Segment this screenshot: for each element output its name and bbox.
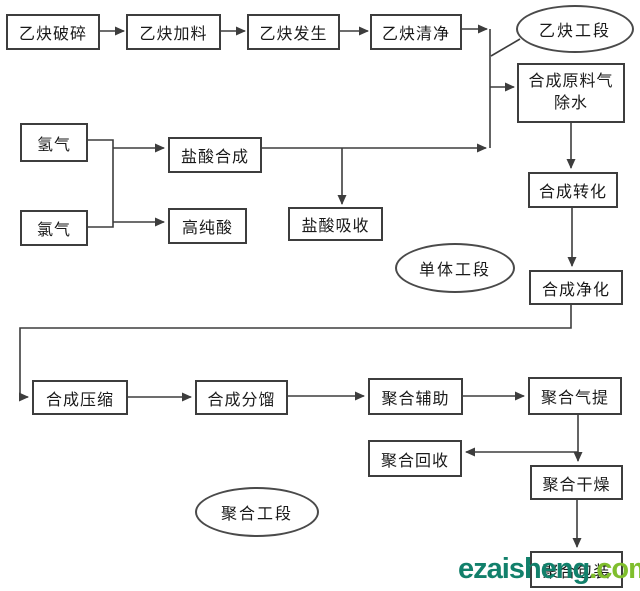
node-hydrogen: 氢气: [20, 123, 88, 162]
watermark-name: ezaisheng: [458, 553, 590, 585]
ezaisheng-watermark: ezaisheng.com: [458, 553, 640, 586]
node-polymer-drying: 聚合干燥: [530, 465, 623, 500]
node-synthesis-compression: 合成压缩: [32, 380, 128, 415]
node-synthesis-conversion: 合成转化: [528, 172, 618, 208]
node-hcl-synthesis: 盐酸合成: [168, 137, 262, 173]
node-polymer-auxiliary: 聚合辅助: [368, 378, 463, 415]
node-high-purity-acid: 高纯酸: [168, 208, 247, 244]
node-feedgas-dewatering-line1: 合成原料气: [528, 73, 614, 91]
node-synthesis-fractionation: 合成分馏: [195, 380, 288, 415]
node-feedgas-dewatering-line2: 除水: [553, 95, 588, 112]
stage-label-acetylene: 乙炔工段: [516, 5, 634, 53]
watermark-tld: .com: [589, 553, 640, 585]
node-synthesis-purification: 合成净化: [529, 270, 623, 305]
node-polymer-stripping: 聚合气提: [528, 377, 622, 415]
node-polymer-packaging: 聚合包装: [530, 551, 623, 588]
node-polymer-recovery: 聚合回收: [368, 440, 462, 477]
edge-ellipse-connector: [490, 38, 521, 57]
node-acetylene-cleaning: 乙炔清净: [370, 14, 462, 50]
stage-label-polymer: 聚合工段: [195, 487, 319, 537]
node-acetylene-crushing: 乙炔破碎: [6, 14, 100, 50]
node-feedgas-dewatering: 合成原料气 除水: [517, 63, 625, 123]
edge-h2-cl2-trunk: [88, 139, 114, 228]
node-acetylene-feeding: 乙炔加料: [126, 14, 221, 50]
edge-purification-compression: [19, 305, 572, 402]
stage-label-monomer: 单体工段: [395, 243, 515, 293]
node-chlorine: 氯气: [20, 210, 88, 246]
node-hcl-absorption: 盐酸吸收: [288, 207, 383, 241]
node-acetylene-generation: 乙炔发生: [247, 14, 340, 50]
